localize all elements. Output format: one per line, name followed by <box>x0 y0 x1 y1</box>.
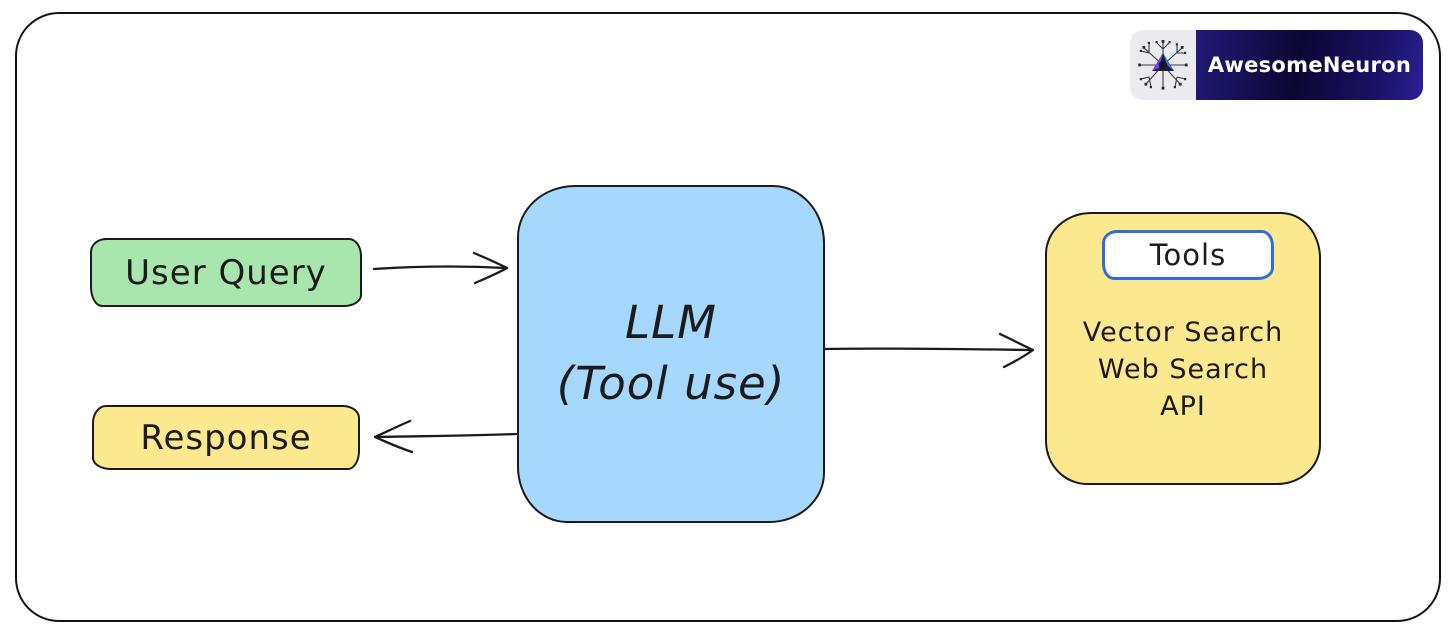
brand-logo: AwesomeNeuron <box>1130 30 1423 100</box>
tools-title-badge: Tools <box>1102 230 1274 280</box>
brand-name: AwesomeNeuron <box>1207 53 1412 77</box>
tools-item-list: Vector Search Web Search API <box>1047 314 1319 425</box>
brand-name-plate: AwesomeNeuron <box>1196 30 1423 100</box>
tools-title: Tools <box>1149 238 1227 272</box>
node-user-query: User Query <box>90 238 362 307</box>
neuron-icon <box>1130 30 1196 100</box>
tools-item-vector-search: Vector Search <box>1082 317 1284 348</box>
node-tools: Tools Vector Search Web Search API <box>1045 212 1321 485</box>
response-label: Response <box>140 417 312 458</box>
node-llm: LLM (Tool use) <box>517 185 825 523</box>
llm-label-line2: (Tool use) <box>556 357 786 410</box>
tools-item-api: API <box>1160 391 1206 422</box>
node-response: Response <box>92 405 360 470</box>
user-query-label: User Query <box>125 252 327 293</box>
tools-item-web-search: Web Search <box>1097 354 1269 385</box>
outer-frame <box>15 12 1441 622</box>
llm-label-line1: LLM <box>625 296 717 350</box>
